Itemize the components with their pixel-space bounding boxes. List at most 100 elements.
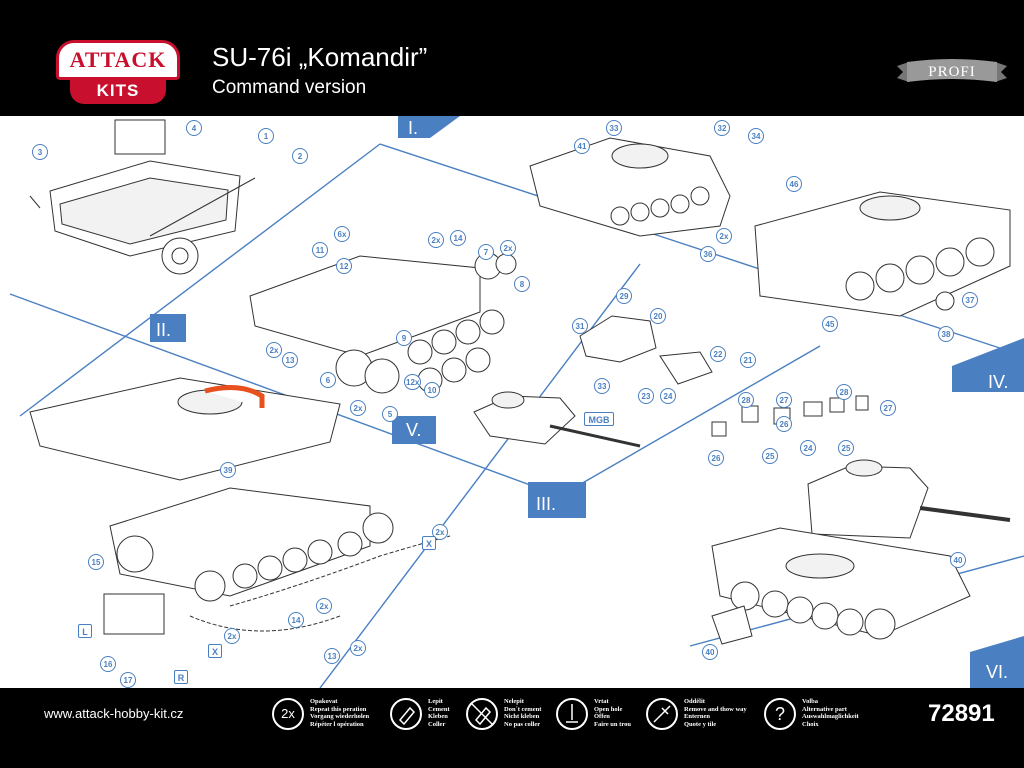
repeat-icon: 2x xyxy=(272,698,304,730)
profi-badge: PROFI xyxy=(895,58,1009,98)
part-callout-n31: 31 xyxy=(572,318,588,334)
legend-repeat-line-2: Repeat this peration xyxy=(310,705,367,713)
part-callout-n13: 13 xyxy=(282,352,298,368)
step-label-1: I. xyxy=(408,118,419,138)
catalog-number: 72891 xyxy=(928,700,995,727)
step-label-2: II. xyxy=(156,320,172,340)
legend-repeat-line-1: Opakovat xyxy=(310,698,338,705)
ribbon-icon xyxy=(897,59,1007,82)
no-glue-icon xyxy=(466,698,498,730)
part-callout-n17: 17 xyxy=(120,672,136,688)
part-callout-n10: 10 xyxy=(424,382,440,398)
part-callout-n34: 34 xyxy=(748,128,764,144)
part-callout-n40: 40 xyxy=(950,552,966,568)
part-callout-n29: 29 xyxy=(616,288,632,304)
part-callout-n24b: 24 xyxy=(800,440,816,456)
part-callout-n20: 20 xyxy=(650,308,666,324)
logo-top: ATTACK xyxy=(56,40,180,80)
part-callout-x2g: 2x xyxy=(316,598,332,614)
step-label-3: III. xyxy=(536,494,557,514)
part-callout-n3: 3 xyxy=(32,144,48,160)
part-callout-n2: 2 xyxy=(292,148,308,164)
part-callout-n28b: 28 xyxy=(836,384,852,400)
legend-no-cement-line-2: Don´t cement xyxy=(504,705,542,713)
part-callout-n12: 12 xyxy=(336,258,352,274)
part-callout-X1: X xyxy=(422,536,436,550)
part-callout-n26b: 26 xyxy=(776,416,792,432)
hull-upper-drawing xyxy=(529,137,1011,317)
part-callout-n16: 16 xyxy=(100,656,116,672)
part-callout-x2a: 2x xyxy=(428,232,444,248)
part-callout-n12x: 12x xyxy=(404,374,422,390)
part-callout-L: L xyxy=(78,624,92,638)
step-label-5: V. xyxy=(406,420,422,440)
final-assembly-drawing xyxy=(711,395,1011,645)
part-callout-n27b: 27 xyxy=(880,400,896,416)
part-callout-x2i: 2x xyxy=(350,640,366,656)
turret-drawing xyxy=(473,315,713,448)
legend-open-hole-line-2: Open hole xyxy=(594,705,623,713)
part-callout-n26: 26 xyxy=(708,450,724,466)
logo-bottom-text: KITS xyxy=(96,81,140,100)
step-label-6: VI. xyxy=(986,662,1009,682)
part-callout-n22: 22 xyxy=(710,346,726,362)
part-callout-n14: 14 xyxy=(450,230,466,246)
part-callout-x2b: 2x xyxy=(500,240,516,256)
question-icon: ? xyxy=(764,698,796,730)
assembly-drawing xyxy=(9,116,1024,688)
header-bar: ATTACK KITS SU-76i „Komandir” Command ve… xyxy=(0,28,1024,116)
legend-no-cement-line-4: No pas coller xyxy=(504,720,541,728)
part-callout-mgb: MGB xyxy=(584,412,614,426)
bottom-margin xyxy=(0,740,1024,768)
part-callout-n36: 36 xyxy=(700,246,716,262)
legend-cement-line-3: Kleben xyxy=(428,713,448,720)
profi-badge-text: PROFI xyxy=(928,64,976,80)
legend-remove-line-3: Enternen xyxy=(684,713,710,720)
cut-icon xyxy=(646,698,678,730)
legend-no-cement-line-3: Nicht kleben xyxy=(504,713,540,720)
part-callout-n27: 27 xyxy=(776,392,792,408)
page-title: SU-76i „Komandir” xyxy=(212,42,428,72)
part-callout-n25b: 25 xyxy=(838,440,854,456)
part-callout-x2f: 2x xyxy=(432,524,448,540)
part-callout-x2d: 2x xyxy=(350,400,366,416)
legend-alternative-line-3: Auswahlmaglichkeit xyxy=(802,713,859,720)
part-callout-x2h: 2x xyxy=(224,628,240,644)
part-callout-n6: 6 xyxy=(320,372,336,388)
part-callout-n23: 23 xyxy=(638,388,654,404)
legend-cement-line-2: Cement xyxy=(428,705,450,713)
part-callout-n24: 24 xyxy=(660,388,676,404)
legend-repeat-line-4: Répéter l opération xyxy=(310,720,364,728)
part-callout-n40b: 40 xyxy=(702,644,718,660)
part-callout-x2e: 2x xyxy=(716,228,732,244)
part-callout-n21: 21 xyxy=(740,352,756,368)
part-callout-n37: 37 xyxy=(962,292,978,308)
part-callout-n9: 9 xyxy=(396,330,412,346)
lower-hull-tracks-drawing xyxy=(103,487,451,635)
part-callout-n4: 4 xyxy=(186,120,202,136)
part-callout-n41: 41 xyxy=(574,138,590,154)
part-callout-n8: 8 xyxy=(514,276,530,292)
part-callout-n32: 32 xyxy=(714,120,730,136)
part-callout-n13b: 13 xyxy=(324,648,340,664)
part-callout-n15: 15 xyxy=(88,554,104,570)
part-callout-n46: 46 xyxy=(786,176,802,192)
part-callout-x2c: 2x xyxy=(266,342,282,358)
part-callout-n33: 33 xyxy=(606,120,622,136)
legend-cement-line-1: Lepit xyxy=(428,698,443,705)
part-callout-n11: 11 xyxy=(312,242,328,258)
part-callout-n38: 38 xyxy=(938,326,954,342)
legend-alternative-line-1: Volba xyxy=(802,698,819,705)
page-subtitle: Command version xyxy=(212,77,367,98)
logo-bottom: KITS xyxy=(70,78,166,104)
legend-open-hole-line-4: Faire un trou xyxy=(594,720,631,728)
legend-cement-line-4: Coller xyxy=(428,720,446,728)
glue-icon xyxy=(390,698,422,730)
legend-no-cement-line-1: Nelepit xyxy=(504,698,524,705)
part-callout-n45: 45 xyxy=(822,316,838,332)
part-callout-n33b: 33 xyxy=(594,378,610,394)
step-label-4: IV. xyxy=(988,372,1009,392)
legend-repeat-line-3: Vorgang wiederholen xyxy=(310,713,370,720)
step-corner-tabs xyxy=(150,116,1024,688)
